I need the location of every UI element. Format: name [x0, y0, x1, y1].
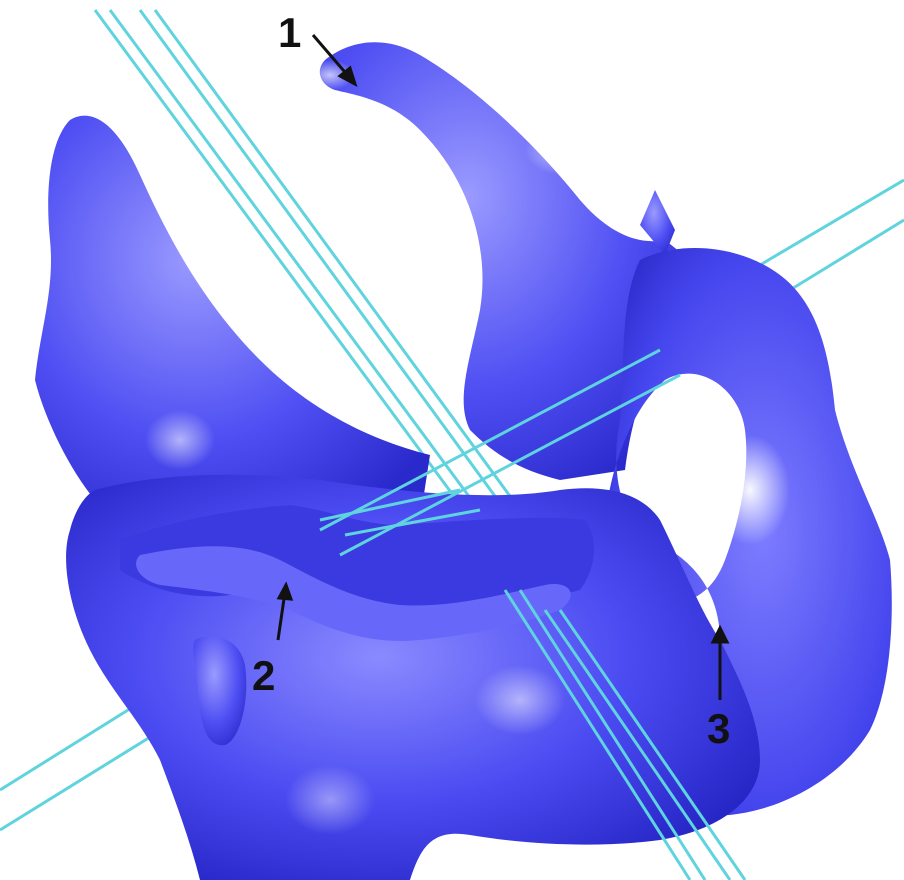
marker-3-label: 3: [707, 708, 730, 750]
highlight: [525, 125, 595, 175]
highlight: [475, 665, 565, 735]
highlight: [285, 765, 375, 835]
marker-2-label: 2: [252, 655, 275, 697]
highlight: [145, 410, 215, 470]
highlight: [710, 435, 790, 545]
marker-1-label: 1: [278, 12, 301, 54]
